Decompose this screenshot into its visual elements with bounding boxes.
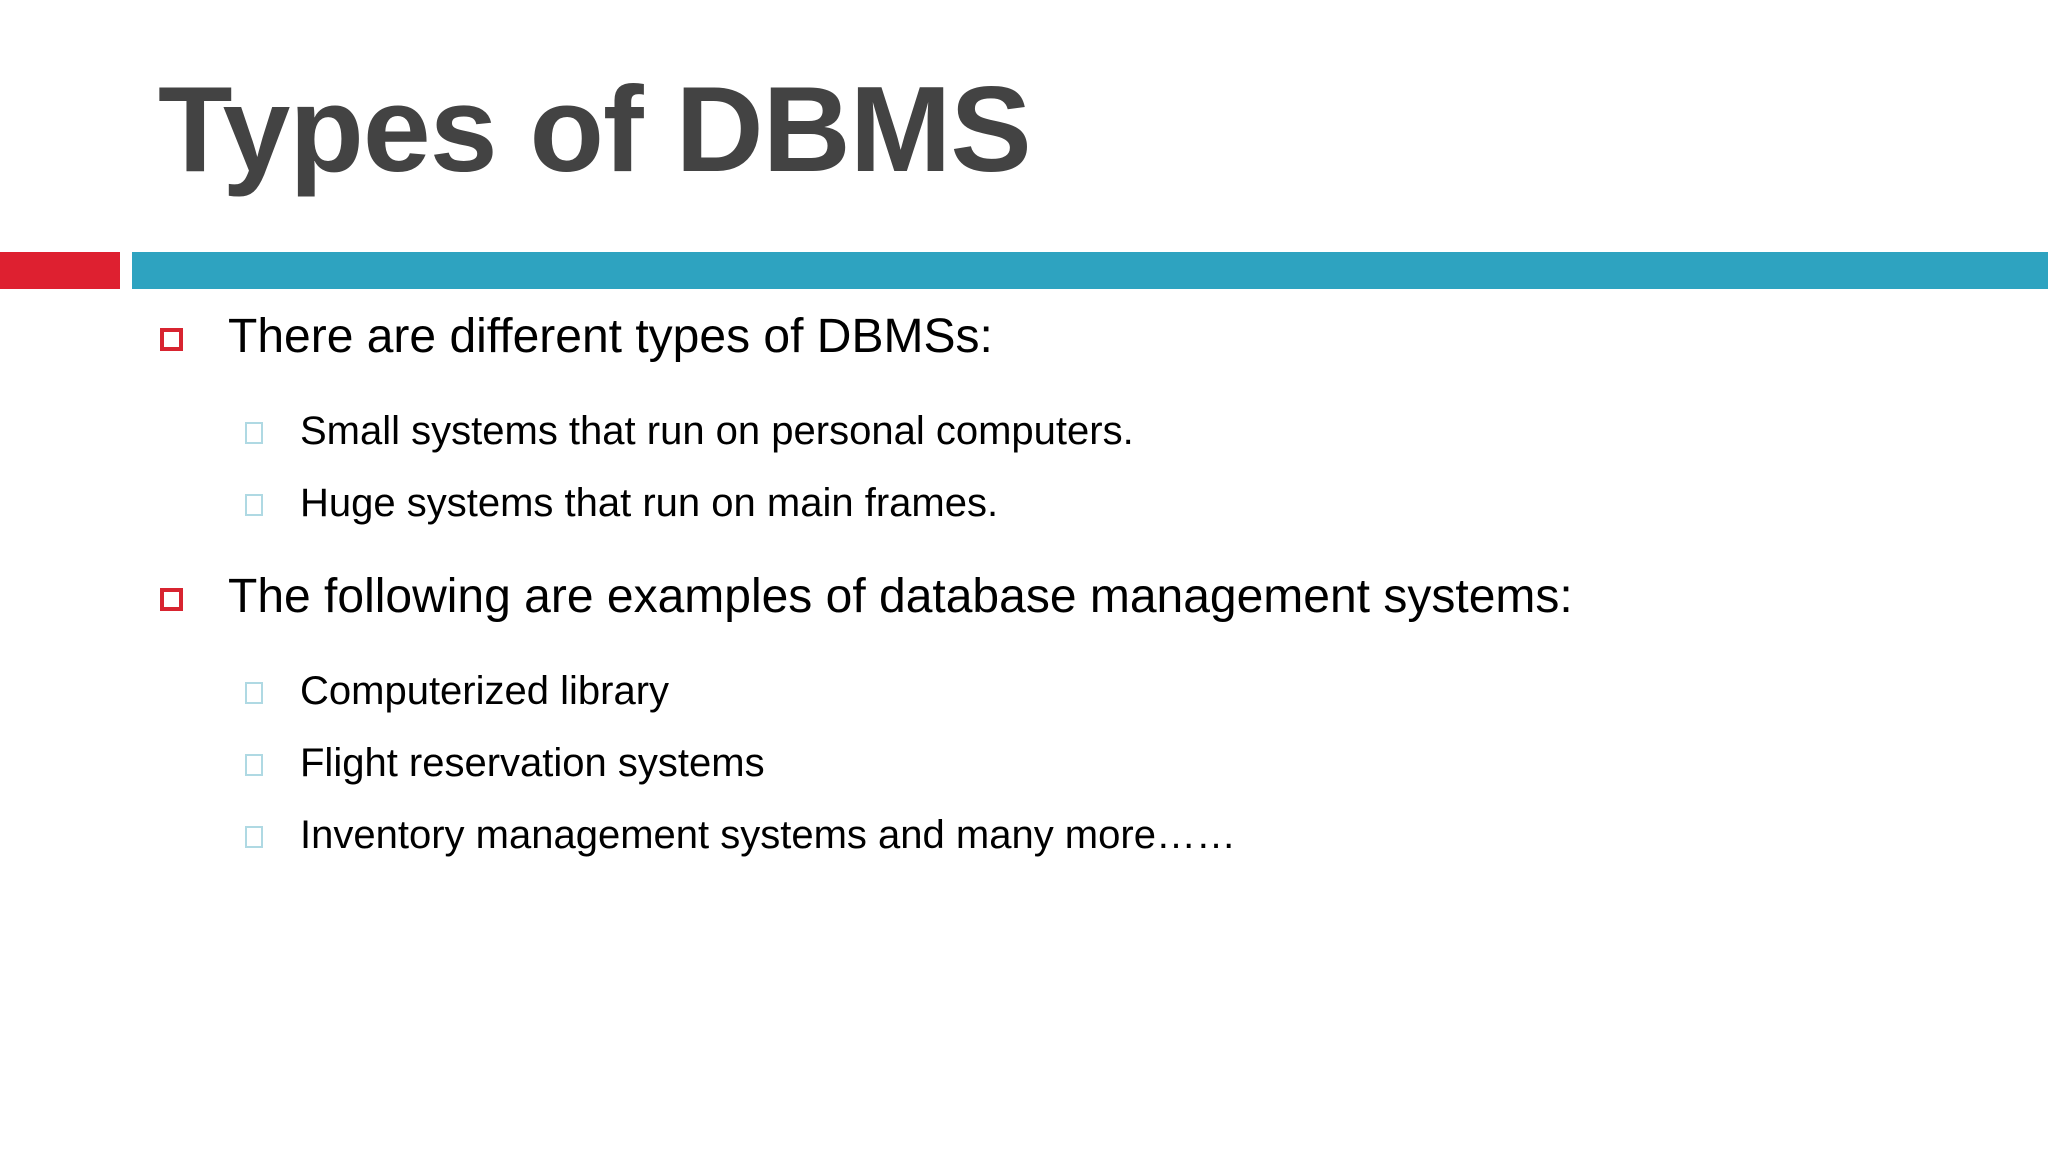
slide-body: There are different types of DBMSs: Smal… bbox=[0, 300, 2048, 876]
bullet-item-level1: There are different types of DBMSs: bbox=[0, 300, 2048, 374]
spacer bbox=[0, 644, 2048, 660]
slide-title-area: Types of DBMS bbox=[0, 0, 2048, 250]
hollow-square-red-icon bbox=[160, 328, 183, 351]
bullet-text: Small systems that run on personal compu… bbox=[300, 409, 1134, 453]
bullet-item-level2: Small systems that run on personal compu… bbox=[0, 400, 2048, 462]
spacer bbox=[0, 384, 2048, 400]
title-divider-bar bbox=[132, 252, 2048, 289]
hollow-square-teal-icon bbox=[245, 754, 263, 776]
bullet-item-level1: The following are examples of database m… bbox=[0, 560, 2048, 634]
hollow-square-teal-icon bbox=[245, 494, 263, 516]
spacer bbox=[0, 544, 2048, 560]
bullet-text: Inventory management systems and many mo… bbox=[300, 813, 1236, 857]
bullet-text: Computerized library bbox=[300, 669, 670, 713]
bullet-text: Flight reservation systems bbox=[300, 741, 765, 785]
bullet-item-level2: Flight reservation systems bbox=[0, 732, 2048, 794]
bullet-text: The following are examples of database m… bbox=[228, 570, 1573, 623]
hollow-square-teal-icon bbox=[245, 682, 263, 704]
hollow-square-teal-icon bbox=[245, 826, 263, 848]
bullet-text: Huge systems that run on main frames. bbox=[300, 481, 999, 525]
bullet-item-level2: Inventory management systems and many mo… bbox=[0, 804, 2048, 866]
bullet-item-level2: Huge systems that run on main frames. bbox=[0, 472, 2048, 534]
hollow-square-teal-icon bbox=[245, 422, 263, 444]
title-divider-accent-block bbox=[0, 252, 120, 289]
bullet-text: There are different types of DBMSs: bbox=[228, 310, 993, 363]
page-title: Types of DBMS bbox=[158, 61, 1032, 197]
hollow-square-red-icon bbox=[160, 588, 183, 611]
bullet-item-level2: Computerized library bbox=[0, 660, 2048, 722]
